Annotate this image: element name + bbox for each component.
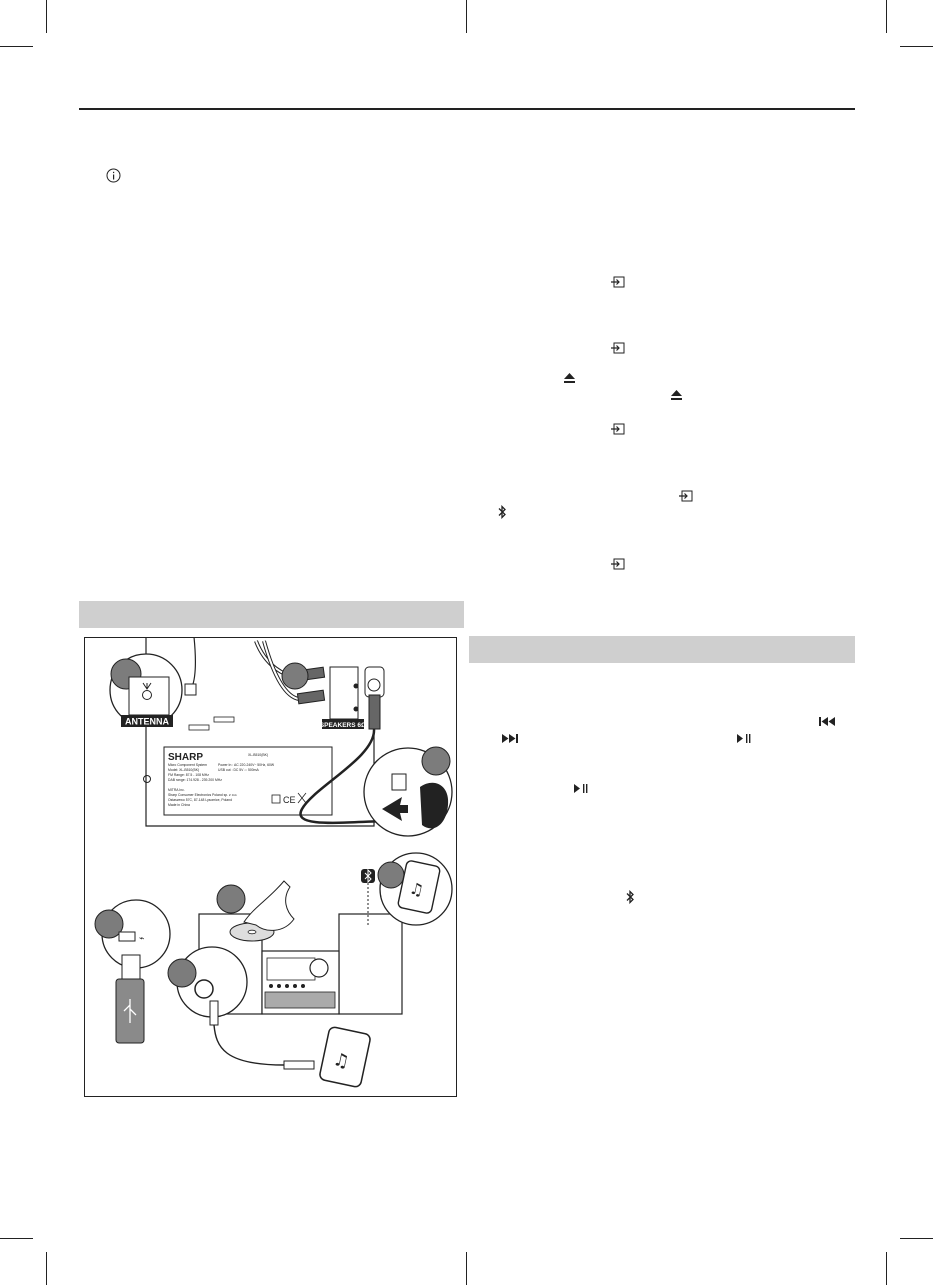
volume-knob — [309, 958, 329, 978]
bluetooth-icon — [625, 890, 635, 904]
section-heading-bar-connections — [79, 601, 464, 628]
rating-plate-brand: SHARP — [168, 752, 203, 763]
rating-plate-model-code: XL-B510(BK) — [248, 753, 268, 757]
bluetooth-icon — [497, 505, 507, 519]
speakers-label-plate — [322, 719, 364, 729]
selector-switch — [188, 724, 210, 731]
antenna-label-plate — [121, 715, 173, 727]
eject-icon — [670, 389, 683, 401]
cd-disc-hole — [247, 929, 257, 935]
speaker-terminal-dot — [353, 706, 359, 712]
main-unit-display — [266, 957, 316, 981]
info-icon — [106, 168, 121, 183]
rating-plate-distributor: MITRA Inc. — [168, 788, 185, 792]
selector-switch — [213, 716, 235, 723]
rating-plate-usb: USB out : DC 5V ⎓ 500mA — [218, 768, 260, 772]
rating-plate-fm: FM Range: 87.5 - 108 MHz — [168, 773, 209, 777]
power-inlet-socket — [367, 678, 381, 692]
right-speaker — [338, 913, 403, 1015]
speaker-cable-inner — [263, 640, 300, 700]
step-marker-power — [421, 746, 451, 776]
crop-mark-bottom-left-v — [46, 1252, 47, 1285]
usb-icon: ⌁ — [139, 934, 144, 944]
front-button — [285, 984, 289, 988]
crop-mark-top-left-v — [46, 0, 47, 33]
rating-plate-origin: Made in China — [168, 803, 190, 807]
antenna-label: ANTENNA — [125, 717, 169, 727]
step-marker-speakers — [281, 662, 309, 690]
section-heading-bar-playback — [469, 636, 855, 663]
power-plug — [368, 694, 381, 730]
skip-next-icon — [501, 733, 518, 744]
weee-mark — [297, 792, 307, 804]
mains-plug — [420, 782, 449, 829]
antenna-socket — [184, 683, 197, 696]
rating-plate-dab: DAB range: 174.928 - 239.200 MHz — [168, 778, 222, 782]
usb-stick-logo — [123, 999, 137, 1023]
speakers-label: SPEAKERS 6Ω — [320, 722, 366, 729]
step-marker-usb — [94, 909, 124, 939]
insert-arrow — [382, 797, 408, 821]
step-marker-bluetooth — [377, 861, 405, 889]
power-inlet — [364, 666, 385, 698]
crop-mark-top-left-h — [0, 46, 33, 47]
front-button — [269, 984, 273, 988]
usb-port — [118, 931, 136, 942]
bluetooth-smartphone — [397, 860, 441, 914]
rating-plate-power: Power In : AC 220-240V~ 50Hz, 60W — [218, 763, 275, 767]
crop-mark-top-right-h — [900, 46, 933, 47]
rating-plate-product-type: Micro Component System — [168, 763, 207, 767]
input-select-icon — [679, 490, 693, 502]
eject-icon — [563, 372, 576, 384]
rating-plate-manufacturer: Sharp Consumer Electronics Poland sp. z … — [168, 793, 237, 797]
bluetooth-badge-symbol — [364, 868, 372, 884]
aux-jack — [194, 979, 214, 999]
hand — [243, 880, 295, 931]
header-rule — [79, 108, 855, 110]
input-select-icon — [611, 342, 625, 354]
play-pause-icon — [573, 783, 589, 794]
speaker-terminal — [329, 666, 359, 720]
play-pause-icon — [736, 733, 752, 744]
crop-mark-bottom-right-v — [886, 1252, 887, 1285]
antenna-cable — [191, 637, 196, 688]
music-note-icon: ♫ — [408, 878, 426, 900]
rating-plate-model: Model: XL-B510(BK) — [168, 768, 199, 772]
ce-mark: CE — [283, 795, 296, 805]
aux-cable-plug — [283, 1060, 315, 1070]
front-button — [277, 984, 281, 988]
crop-mark-top-right-v — [886, 0, 887, 33]
speaker-terminal-dot — [353, 683, 359, 689]
input-select-icon — [611, 423, 625, 435]
rear-panel-outline — [145, 637, 375, 827]
rear-panel-screw — [143, 775, 151, 783]
speaker-plug — [296, 689, 326, 705]
connection-diagram: ANTENNA SHARP XL-B510(BK) Micro Componen… — [94, 637, 453, 1088]
antenna-panel — [128, 676, 170, 716]
crop-mark-top-center — [466, 0, 467, 33]
double-insulation-mark — [271, 794, 281, 804]
usb-stick-connector — [121, 954, 141, 980]
step-marker-aux — [167, 958, 197, 988]
wall-socket — [391, 773, 407, 791]
step-marker-cd — [216, 884, 246, 914]
crop-mark-bottom-center — [466, 1252, 467, 1285]
crop-mark-bottom-left-h — [0, 1238, 33, 1239]
cd-tray — [264, 991, 336, 1009]
front-button — [293, 984, 297, 988]
antenna-symbol — [142, 682, 152, 690]
front-button — [301, 984, 305, 988]
input-select-icon — [611, 558, 625, 570]
antenna-jack — [142, 690, 152, 700]
aux-plug — [209, 1000, 219, 1026]
crop-mark-bottom-right-h — [900, 1238, 933, 1239]
smartphone — [319, 1026, 371, 1088]
rating-plate — [163, 746, 333, 816]
rating-plate-address: Ostaszewo 57C, 87-148 Lysomice, Poland — [168, 798, 232, 802]
input-select-icon — [611, 276, 625, 288]
aux-cable — [213, 1024, 285, 1066]
music-note-icon: ♫ — [331, 1049, 351, 1073]
skip-previous-icon — [819, 716, 836, 727]
connection-diagram-frame — [84, 637, 457, 1097]
